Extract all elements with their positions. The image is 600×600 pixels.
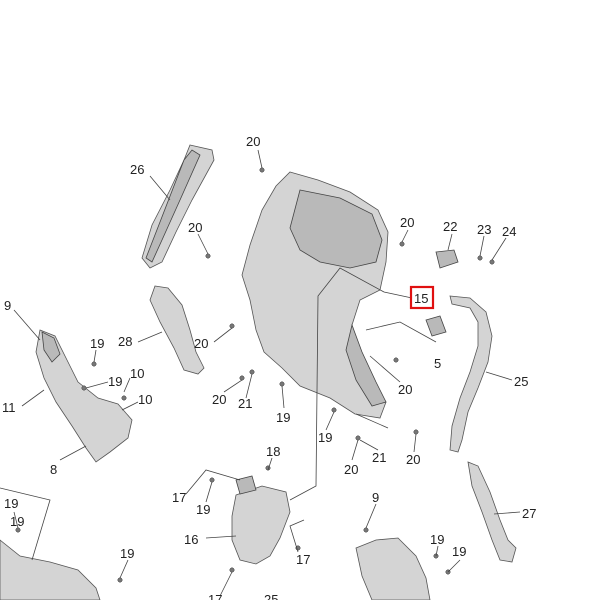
callout-20: 20 [194,336,208,351]
leader-lines [0,149,521,597]
callout-19: 19 [196,502,210,517]
callout-20: 20 [400,215,414,230]
callout-20: 20 [188,220,202,235]
callout-10: 10 [138,392,152,407]
callout-21: 21 [372,450,386,465]
part-15-inner-recess [289,189,383,269]
callout-22: 22 [443,219,457,234]
part-22-clip [435,249,459,269]
callout-28: 28 [118,334,132,349]
part-15-lower-fold [345,323,387,407]
part-lower-left-panel [0,539,101,600]
part-9-lower-panel [355,537,431,600]
callout-23: 23 [477,222,491,237]
callout-20: 20 [406,452,420,467]
callout-19: 19 [276,410,290,425]
part-28-bracket [149,285,205,375]
callout-25: 25 [514,374,528,389]
callout-9: 9 [4,298,11,313]
callout-17: 25 [264,592,278,600]
callout-20: 20 [246,134,260,149]
callout-8: 8 [50,462,57,477]
callout-20: 20 [398,382,412,397]
callout-19: 19 [452,544,466,559]
callout-18: 18 [266,444,280,459]
callout-5: 5 [434,356,441,371]
part-26-edge [145,149,201,263]
part-25-curved-strip [449,295,493,453]
callout-19: 19 [120,546,134,561]
callout-15-highlighted[interactable]: 15 [414,291,428,306]
callout-19: 19 [430,532,444,547]
callout-16: 16 [184,532,198,547]
callout-20: 20 [344,462,358,477]
part-5-clip [425,315,447,337]
callout-27: 27 [522,506,536,521]
callout-19: 19 [108,374,122,389]
part-16-tab [235,475,257,495]
callout-17: 17 [172,490,186,505]
part-27-strip [467,461,517,563]
callout-17: 17 [296,552,310,567]
part-8-lower-cover [35,329,133,463]
callout-9: 9 [372,490,379,505]
callout-17: 17 [208,592,222,600]
callout-19: 19 [4,496,18,511]
callout-11: 11 [2,400,16,415]
callout-26: 26 [130,162,144,177]
screw-markers [15,167,495,583]
callout-labels: 20 26 20 22 23 24 20 15 9 28 20 5 19 25 … [2,134,536,600]
callout-10: 10 [130,366,144,381]
callout-20: 20 [212,392,226,407]
callout-21: 21 [238,396,252,411]
part-16-cover [231,485,291,565]
part-8-edge [41,331,61,363]
callout-19: 19 [90,336,104,351]
highlight-box-15 [409,285,435,310]
callout-19: 19 [318,430,332,445]
callout-24: 24 [502,224,516,239]
callout-19: 19 [10,514,24,529]
